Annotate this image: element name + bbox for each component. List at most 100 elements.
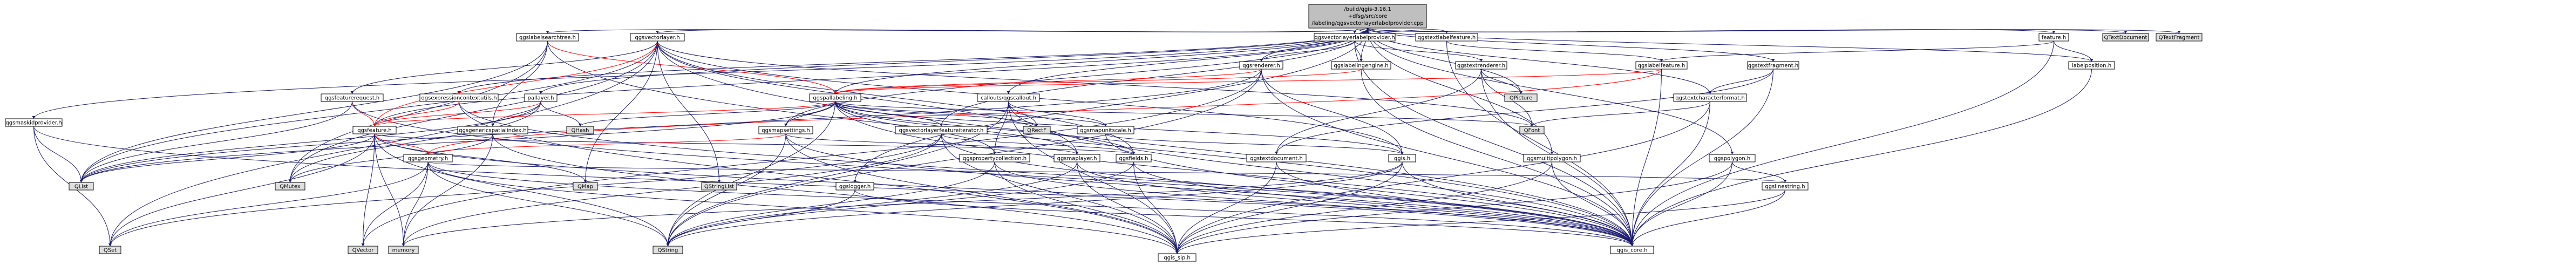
edge-arrowhead: [491, 124, 494, 126]
dependency-edge: [835, 69, 1662, 94]
dependency-edge: [1177, 161, 1277, 254]
qgslogger-node[interactable]: qgslogger.h: [835, 182, 874, 191]
qgstextcharacterformat-node[interactable]: qgstextcharacterformat.h: [1673, 93, 1747, 102]
qgstextdocument-node[interactable]: qgstextdocument.h: [1246, 154, 1307, 162]
dependency-edge: [941, 133, 1178, 254]
root-file-node: /build/qgis-3.16.1 +dfsg/src/core /label…: [1308, 4, 1427, 29]
qgsgeometry-label: qgsgeometry.h: [408, 156, 448, 162]
dependency-edge: [33, 28, 1368, 119]
qgs-node[interactable]: qgis.h: [1388, 154, 1416, 162]
dependency-edge: [657, 28, 1368, 34]
dependency-edge: [1276, 161, 1633, 247]
dependency-edge: [81, 101, 541, 183]
qgis_core-node[interactable]: qgis_core.h: [1610, 246, 1654, 254]
dependency-edge: [1632, 69, 1773, 247]
edge-arrowhead: [853, 180, 857, 182]
qgsmultipolygon-node[interactable]: qgsmultipolygon.h: [1523, 154, 1581, 162]
qgs-label: qgis.h: [1394, 156, 1410, 162]
qgslabelsearchtree-label: qgslabelsearchtree.h: [519, 35, 576, 41]
dependency-edge: [1177, 161, 1732, 254]
dependency-edge: [1446, 40, 1633, 247]
dependency-edge: [1276, 69, 1481, 155]
edge-arrowhead: [2177, 31, 2181, 33]
qgslabelsearchtree-node[interactable]: qgslabelsearchtree.h: [516, 33, 579, 42]
qpicture-node: QPicture: [1504, 93, 1538, 102]
edge-arrowhead: [350, 91, 354, 94]
dependency-edge: [492, 133, 1178, 254]
qgsfeaturerequest-node[interactable]: qgsfeaturerequest.h: [321, 93, 384, 102]
qgstextfragment-node[interactable]: qgstextfragment.h: [1747, 61, 1799, 70]
edge-arrowhead: [579, 124, 582, 126]
dependency-edge: [1177, 189, 1785, 254]
dependency-edge: [668, 101, 835, 247]
qgsvectorlayer-label: qgsvectorlayer.h: [635, 35, 679, 41]
qgsvectorlayerlabelprovider-node[interactable]: qgsvectorlayerlabelprovider.h: [1314, 33, 1396, 42]
qgsvectorlayerfeatureiterator-label: qgsvectorlayerfeatureiterator.h: [899, 128, 984, 134]
qgis_sip-label: qgis_sip.h: [1164, 255, 1191, 261]
qgsvectorlayerfeatureiterator-node[interactable]: qgsvectorlayerfeatureiterator.h: [895, 126, 988, 134]
dependency-edge: [1276, 69, 1773, 155]
dependency-edge: [835, 69, 1262, 94]
qgslinestring-node[interactable]: qgslinestring.h: [1762, 182, 1809, 191]
qhash-node: QHash: [566, 126, 594, 134]
qgis_sip-node[interactable]: qgis_sip.h: [1158, 253, 1197, 262]
qgsmapunitscale-node[interactable]: qgsmapunitscale.h: [1077, 126, 1134, 134]
qgsgeometry-node[interactable]: qgsgeometry.h: [403, 154, 453, 162]
edge-arrowhead: [546, 31, 549, 33]
qgstextlabelfeature-node[interactable]: qgstextlabelfeature.h: [1415, 33, 1478, 42]
dependency-edge: [668, 101, 1009, 247]
qgsexpressioncontextutils-node[interactable]: qgsexpressioncontextutils.h: [419, 93, 499, 102]
dependency-edge: [835, 101, 942, 127]
dependency-edge: [1261, 40, 1355, 62]
qgsgenericspatialindex-node[interactable]: qgsgenericspatialindex.h: [457, 126, 528, 134]
dependency-edge: [81, 101, 835, 183]
dependency-edge: [427, 161, 1633, 247]
qgsfeature-node[interactable]: qgsfeature.h: [352, 126, 397, 134]
dependency-edge: [81, 133, 375, 183]
qtextdocument-node: QTextDocument: [2102, 33, 2149, 42]
edge-arrowhead: [373, 124, 376, 126]
qgsmaskidprovider-node[interactable]: qgsmaskidprovider.h: [5, 118, 63, 127]
dependency-edge: [1552, 161, 1633, 247]
qgspolygon-node[interactable]: qgspolygon.h: [1709, 154, 1756, 162]
qgstextrenderer-node[interactable]: qgstextrenderer.h: [1455, 61, 1507, 70]
qgsmapsettings-node[interactable]: qgsmapsettings.h: [758, 126, 813, 134]
qgslabelingengine-node[interactable]: qgslabelingengine.h: [1331, 61, 1391, 70]
dependency-edge: [374, 133, 1134, 155]
qgsmaskidprovider-label: qgsmaskidprovider.h: [5, 120, 62, 126]
qgsvectorlayer-node[interactable]: qgsvectorlayer.h: [630, 33, 685, 42]
qgslabelfeature-node[interactable]: qgslabelfeature.h: [1635, 61, 1688, 70]
qgsmaplayer-node[interactable]: qgsmaplayer.h: [1053, 154, 1100, 162]
qvector-node: QVector: [348, 246, 378, 254]
pallayer-node[interactable]: pallayer.h: [524, 93, 558, 102]
qgsfeature-label: qgsfeature.h: [357, 128, 392, 134]
edge-arrowhead: [666, 243, 670, 246]
qfont-label: QFont: [1524, 128, 1540, 134]
qgspallabeling-node[interactable]: qgspallabeling.h: [809, 93, 861, 102]
qlist-label: QList: [74, 184, 88, 190]
root-line-1: /build/qgis-3.16.1: [1344, 6, 1391, 12]
dependency-edge: [403, 161, 1403, 247]
qgsfields-node[interactable]: qgsfields.h: [1116, 154, 1152, 162]
memory-node: memory: [388, 246, 419, 254]
dependency-edge: [290, 40, 548, 183]
callouts-node[interactable]: callouts/qgscallout.h: [977, 93, 1040, 102]
qgsgenericspatialindex-label: qgsgenericspatialindex.h: [459, 128, 526, 134]
dependency-edge: [290, 133, 493, 183]
edge-arrowhead: [1035, 124, 1038, 126]
dependency-edge: [1367, 28, 1732, 155]
qgspropertycollection-label: qgspropertycollection.h: [963, 156, 1027, 162]
labelposition-node[interactable]: labelposition.h: [2068, 61, 2115, 70]
qgsmaplayer-label: qgsmaplayer.h: [1057, 156, 1097, 162]
feature-node[interactable]: feature.h: [2038, 33, 2069, 42]
root-line-2: +dfsg/src/core: [1348, 13, 1388, 19]
qgspropertycollection-node[interactable]: qgspropertycollection.h: [959, 154, 1030, 162]
qgsrenderer-node[interactable]: qgsrenderer.h: [1239, 61, 1283, 70]
qhash-label: QHash: [571, 128, 589, 134]
dependency-edge: [1077, 161, 1178, 254]
dependency-edge: [1367, 28, 2179, 34]
dependency-edge: [363, 133, 375, 247]
dependency-edge: [1008, 101, 1178, 254]
dependency-edge: [427, 69, 1662, 155]
edge-arrowhead: [1479, 59, 1483, 62]
